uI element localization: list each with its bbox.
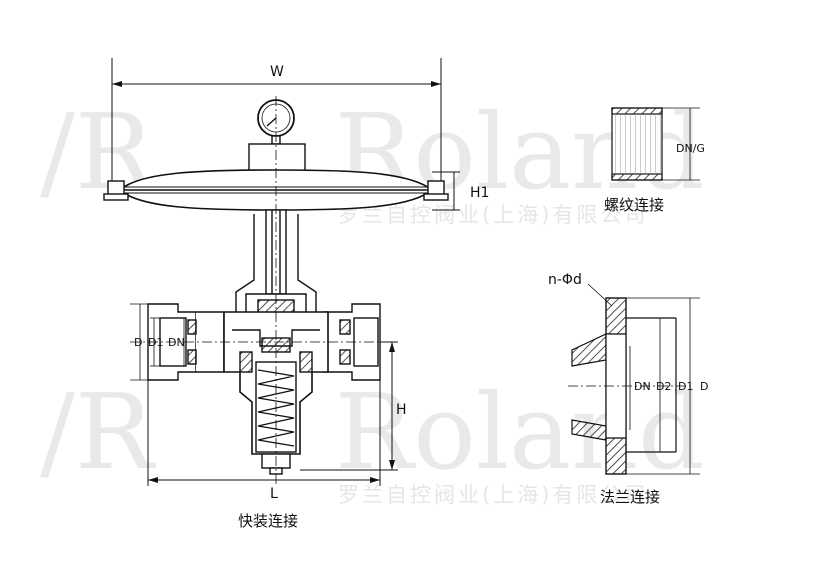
watermark-brand-bottom: Roland	[335, 371, 705, 493]
dim-flange-DN: DN	[634, 380, 651, 393]
watermark-company-top: 罗兰自控阀业(上海)有限公司	[338, 203, 648, 227]
flange-detail	[568, 283, 700, 475]
thread-detail	[611, 107, 700, 181]
watermark: /R Roland 罗兰自控阀业(上海)有限公司 /R Roland 罗兰自控阀…	[40, 91, 705, 507]
dim-flange-holes: n-Φd	[548, 272, 582, 288]
dim-H: H	[396, 402, 407, 418]
dim-flange-D: D	[700, 380, 708, 393]
caption-flange-connect: 法兰连接	[600, 488, 660, 506]
watermark-logo-bottom: /R	[40, 371, 156, 493]
caption-thread-connect: 螺纹连接	[604, 196, 664, 214]
dim-DN: DN	[168, 336, 185, 349]
dim-thread-DN-G: DN/G	[676, 142, 705, 155]
dim-H1: H1	[470, 185, 489, 201]
dim-W: W	[270, 64, 284, 80]
dim-L: L	[270, 486, 278, 502]
dim-D: D	[134, 336, 142, 349]
dim-flange-D1: D1	[678, 380, 693, 393]
main-valve	[103, 58, 460, 486]
caption-quick-connect: 快装连接	[238, 512, 298, 530]
dim-flange-D2: D2	[656, 380, 671, 393]
dim-D1: D1	[148, 336, 163, 349]
watermark-company-bottom: 罗兰自控阀业(上海)有限公司	[338, 483, 648, 507]
